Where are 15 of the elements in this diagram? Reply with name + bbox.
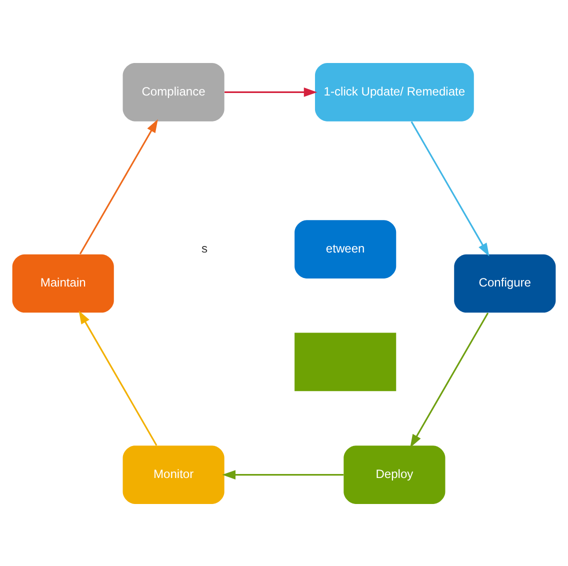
node-box <box>294 332 396 391</box>
arrow <box>78 310 158 446</box>
node-box: Compliance <box>122 62 224 121</box>
arrow <box>410 120 490 256</box>
node-box: Maintain <box>12 254 114 312</box>
label: s <box>202 240 208 255</box>
node-box: Configure <box>454 254 556 312</box>
node-box: 1-click Update/ Remediate <box>315 62 474 121</box>
arrow <box>224 87 318 96</box>
node-box: Monitor <box>122 445 224 504</box>
arrow <box>79 118 158 254</box>
arrow <box>410 312 489 448</box>
node-box: Deploy <box>344 445 446 504</box>
arrow <box>222 470 344 479</box>
node-box: etween <box>294 220 396 278</box>
